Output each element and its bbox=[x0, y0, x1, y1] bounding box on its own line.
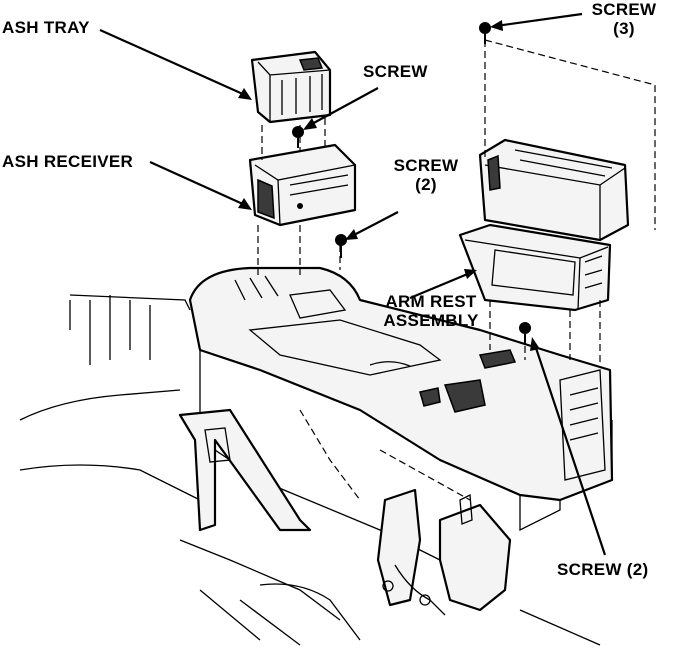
label-screw-3: SCREW (3) bbox=[586, 0, 662, 38]
label-arm-rest-line1: ARM REST bbox=[385, 292, 477, 311]
label-screw-3-count: (3) bbox=[613, 19, 635, 38]
screw-top-right bbox=[479, 22, 491, 34]
screw-ash-receiver bbox=[292, 126, 304, 138]
label-ash-tray: ASH TRAY bbox=[2, 18, 90, 37]
leader-lines bbox=[99, 12, 607, 556]
label-arm-rest-assembly: ARM REST ASSEMBLY bbox=[376, 292, 486, 330]
screws bbox=[292, 22, 531, 344]
label-screw-2-mid: SCREW (2) bbox=[388, 156, 464, 194]
label-screw-2-mid-text: SCREW bbox=[393, 156, 459, 175]
label-screw-2-bottom: SCREW (2) bbox=[557, 560, 649, 579]
label-screw-2-mid-count: (2) bbox=[415, 175, 437, 194]
lower-brackets bbox=[178, 408, 512, 616]
vehicle-floor-linework bbox=[19, 294, 601, 646]
arm-rest-lid-part bbox=[478, 138, 630, 242]
ash-tray-part bbox=[250, 50, 332, 124]
label-screw-top: SCREW bbox=[363, 62, 428, 81]
ash-receiver-part bbox=[248, 143, 357, 227]
label-screw-3-text: SCREW bbox=[591, 0, 657, 19]
screw-bottom bbox=[519, 322, 531, 334]
arm-rest-bin-part bbox=[458, 223, 612, 312]
label-arm-rest-line2: ASSEMBLY bbox=[383, 311, 479, 330]
screw-mid bbox=[335, 234, 347, 246]
label-ash-receiver: ASH RECEIVER bbox=[2, 152, 134, 171]
